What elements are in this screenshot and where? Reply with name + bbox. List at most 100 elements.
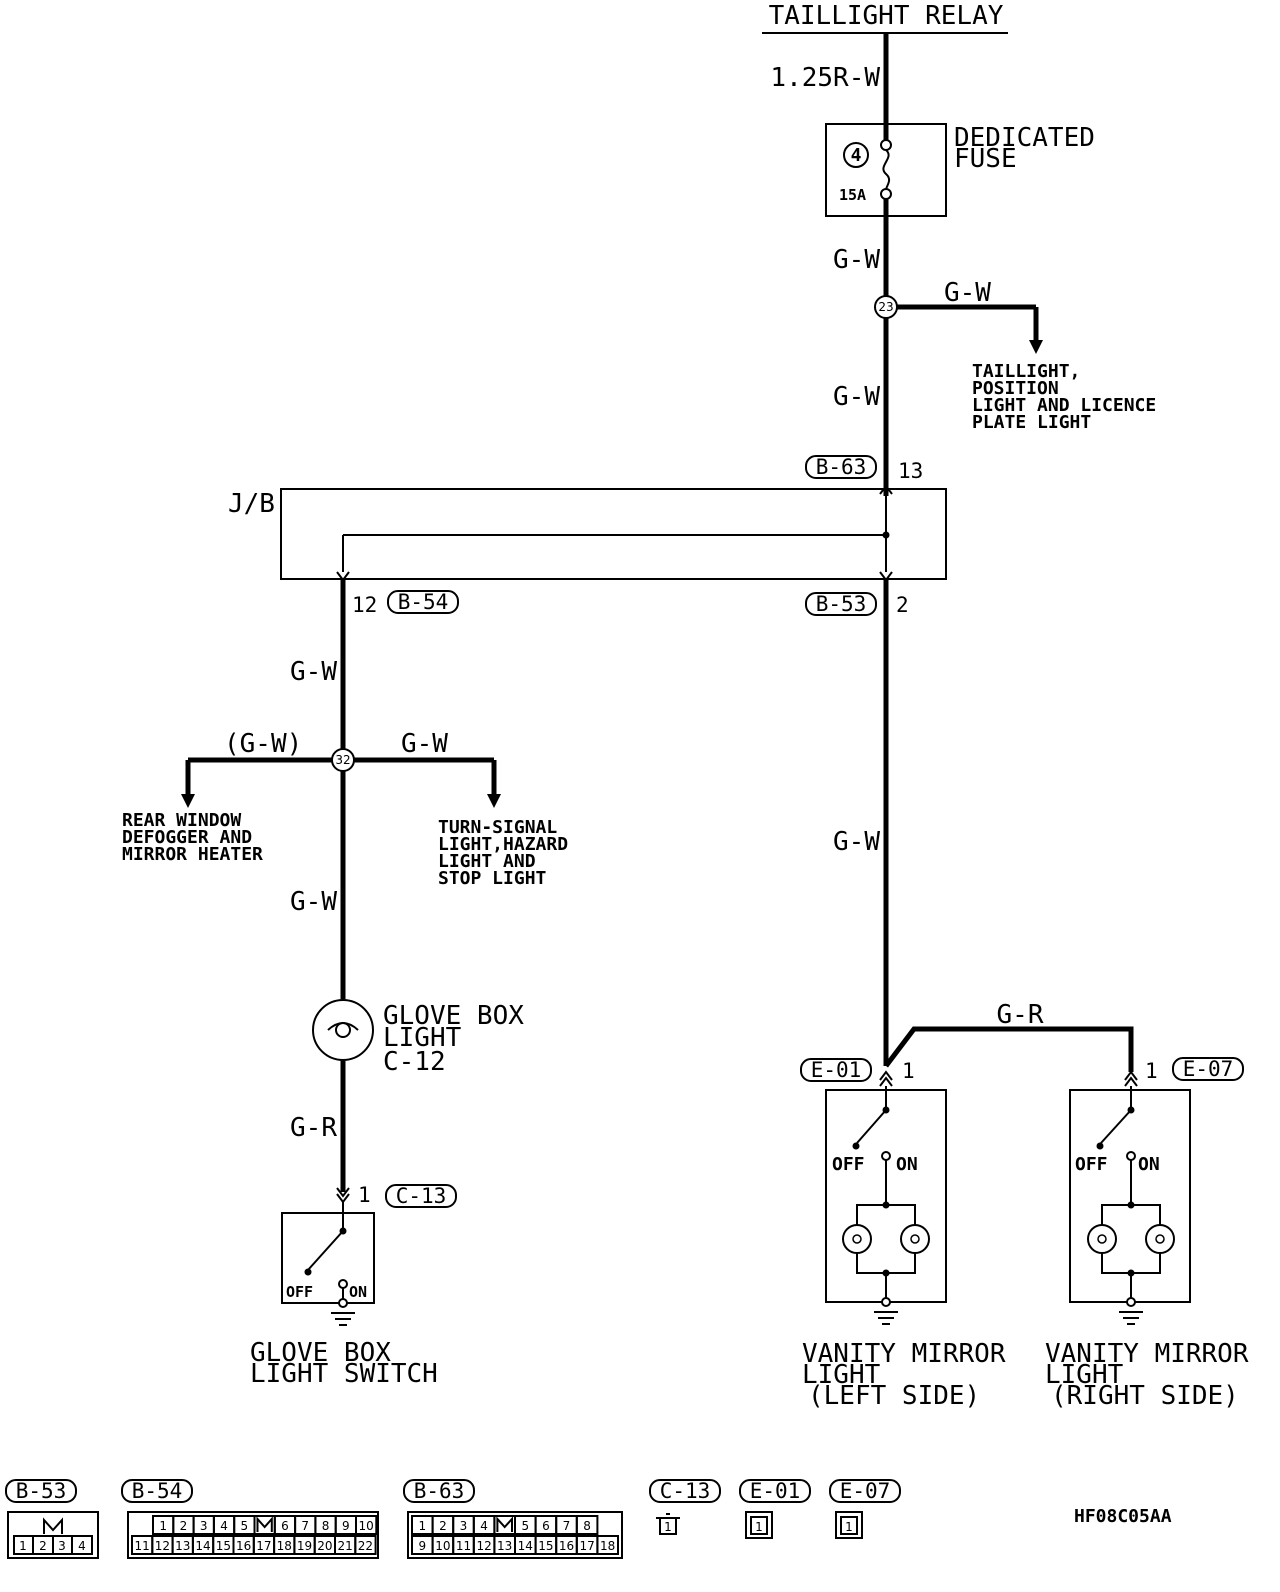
glovebox-bulb-arc [327, 1022, 359, 1031]
wire-label-gw-left: G-W [290, 657, 337, 687]
vanity-right-bulb-1 [1087, 1224, 1117, 1254]
legend-b53-key [43, 1517, 63, 1534]
legend-b54-pin-label: 2 [180, 1519, 188, 1533]
legend-e07-connector: 1 [835, 1511, 863, 1539]
legend-b63-key [496, 1516, 513, 1532]
legend-b63-pin-label: 16 [559, 1539, 574, 1553]
glovebox-switch-off-contact [304, 1268, 312, 1276]
legend-b63-pin-cell [596, 1535, 620, 1555]
wire-label-gr-left: G-R [290, 1113, 337, 1143]
legend-e01-tag [739, 1479, 811, 1503]
legend-b63-pin-cell [575, 1515, 599, 1535]
legend-e07-id: E-07 [840, 1479, 891, 1503]
vanity-left-label-3: (LEFT SIDE) [808, 1381, 980, 1411]
connector-e07-mark-1 [1124, 1070, 1138, 1081]
legend-b54-pin-label: 22 [358, 1539, 373, 1553]
vanity-right-label-2: LIGHT [1045, 1360, 1124, 1390]
connector-b63-pin: 13 [898, 459, 923, 483]
wire-label-gw-2: G-W [833, 382, 880, 412]
connector-e07-tag [1172, 1057, 1244, 1081]
legend-b54-pin-label: 3 [200, 1519, 208, 1533]
connector-b63-tag [805, 455, 877, 479]
connector-e01-id: E-01 [811, 1058, 862, 1082]
dest-turnsignal-4: STOP LIGHT [438, 868, 547, 889]
legend-b53-connector: 1 2 3 4 [7, 1511, 99, 1559]
legend-b63-pin-label: 17 [579, 1539, 594, 1553]
legend-b63-pin-label: 4 [480, 1519, 488, 1533]
legend-b54-pin-label: 4 [220, 1519, 228, 1533]
connector-b54-tag [387, 590, 459, 614]
legend-b63-pin-label: 8 [583, 1519, 591, 1533]
connector-c13-mark-1 [336, 1187, 350, 1198]
legend-b53-tag [5, 1479, 77, 1503]
fuse-label-2: FUSE [954, 144, 1017, 174]
legend-b54-pin-label: 5 [241, 1519, 249, 1533]
legend-b54-pin-label: 18 [277, 1539, 292, 1553]
legend-b63-pin-label: 1 [418, 1519, 426, 1533]
junction-block-label: J/B [228, 489, 275, 519]
legend-b54-pin-cell [355, 1515, 378, 1535]
glovebox-switch-on-contact [338, 1279, 348, 1289]
glovebox-switch-box [281, 1212, 375, 1304]
fuse-number-circle [843, 142, 869, 168]
vanity-left-bulb-1 [842, 1224, 872, 1254]
legend-b63-pin-label: 2 [439, 1519, 447, 1533]
connector-b54-pin: 12 [352, 593, 377, 617]
arrow-turnsignal [487, 794, 501, 808]
vanity-right-label-3: (RIGHT SIDE) [1051, 1381, 1239, 1411]
vanity-left-on: ON [896, 1154, 918, 1175]
junction-23-label: 23 [878, 300, 893, 314]
vanity-left-blade [856, 1109, 887, 1144]
legend-b54-pin-label: 13 [175, 1539, 190, 1553]
connector-b53-tag [805, 592, 877, 616]
legend-b54-pin-label: 16 [236, 1539, 251, 1553]
connector-e01-tag [800, 1058, 872, 1082]
legend-e01-id: E-01 [750, 1479, 801, 1503]
jb-node [882, 531, 890, 539]
junction-32-label: 32 [335, 753, 350, 767]
connector-b53-pin: 2 [896, 593, 909, 617]
wire-label-gw-1: G-W [833, 245, 880, 275]
connector-e07-id: E-07 [1183, 1057, 1234, 1081]
glovebox-switch-on: ON [349, 1283, 367, 1301]
glovebox-switch-label-1: GLOVE BOX [250, 1338, 391, 1368]
legend-b63-pin-label: 18 [600, 1539, 615, 1553]
connector-e07-mark-2 [1124, 1076, 1138, 1087]
legend-b54-pin-label: 14 [195, 1539, 210, 1553]
legend-b53-id: B-53 [16, 1479, 67, 1503]
wire-label-gr-right: G-R [997, 1000, 1044, 1030]
connector-c13-id: C-13 [396, 1184, 447, 1208]
vanity-left-off: OFF [832, 1154, 865, 1175]
fuse-rating: 15A [839, 186, 866, 204]
legend-e07-tag [829, 1479, 901, 1503]
vanity-left-bulb-2 [900, 1224, 930, 1254]
legend-b54-pin-label: 12 [155, 1539, 170, 1553]
vanity-right-label-1: VANITY MIRROR [1045, 1339, 1249, 1369]
glovebox-light-3: C-12 [383, 1047, 446, 1077]
wire-label-gw-paren: (G-W) [224, 729, 302, 759]
glovebox-switch-label-2: LIGHT SWITCH [250, 1359, 438, 1389]
connector-e01-mark-2 [879, 1076, 893, 1087]
legend-c13-id: C-13 [660, 1479, 711, 1503]
dest-taillight-1: TAILLIGHT, [972, 361, 1080, 382]
legend-b54-pin-label: 21 [338, 1539, 353, 1553]
wire-label-gw-right: G-W [833, 827, 880, 857]
legend-b63-pin-label: 10 [435, 1539, 450, 1553]
legend-b63-pin-label: 11 [456, 1539, 471, 1553]
vanity-left-label-2: LIGHT [802, 1360, 881, 1390]
connector-b63-mark [879, 484, 893, 495]
legend-e01-connector: 1 [745, 1511, 773, 1539]
legend-c13-connector: 1 [656, 1513, 680, 1535]
dest-taillight-2: POSITION [972, 378, 1059, 399]
legend-b63-pin-label: 13 [497, 1539, 512, 1553]
fuse-number: 4 [851, 145, 862, 166]
legend-b63-pin-label: 15 [538, 1539, 553, 1553]
connector-c13-pin: 1 [358, 1183, 371, 1207]
legend-b54-pin-label: 6 [281, 1519, 289, 1533]
glovebox-switch-terminal [338, 1298, 348, 1308]
connector-b63-id: B-63 [816, 455, 867, 479]
vanity-mirror-left: OFF ON [825, 1086, 947, 1325]
legend-b63-pin-label: 14 [518, 1539, 533, 1553]
legend-b63-pin-label: 9 [418, 1539, 426, 1553]
